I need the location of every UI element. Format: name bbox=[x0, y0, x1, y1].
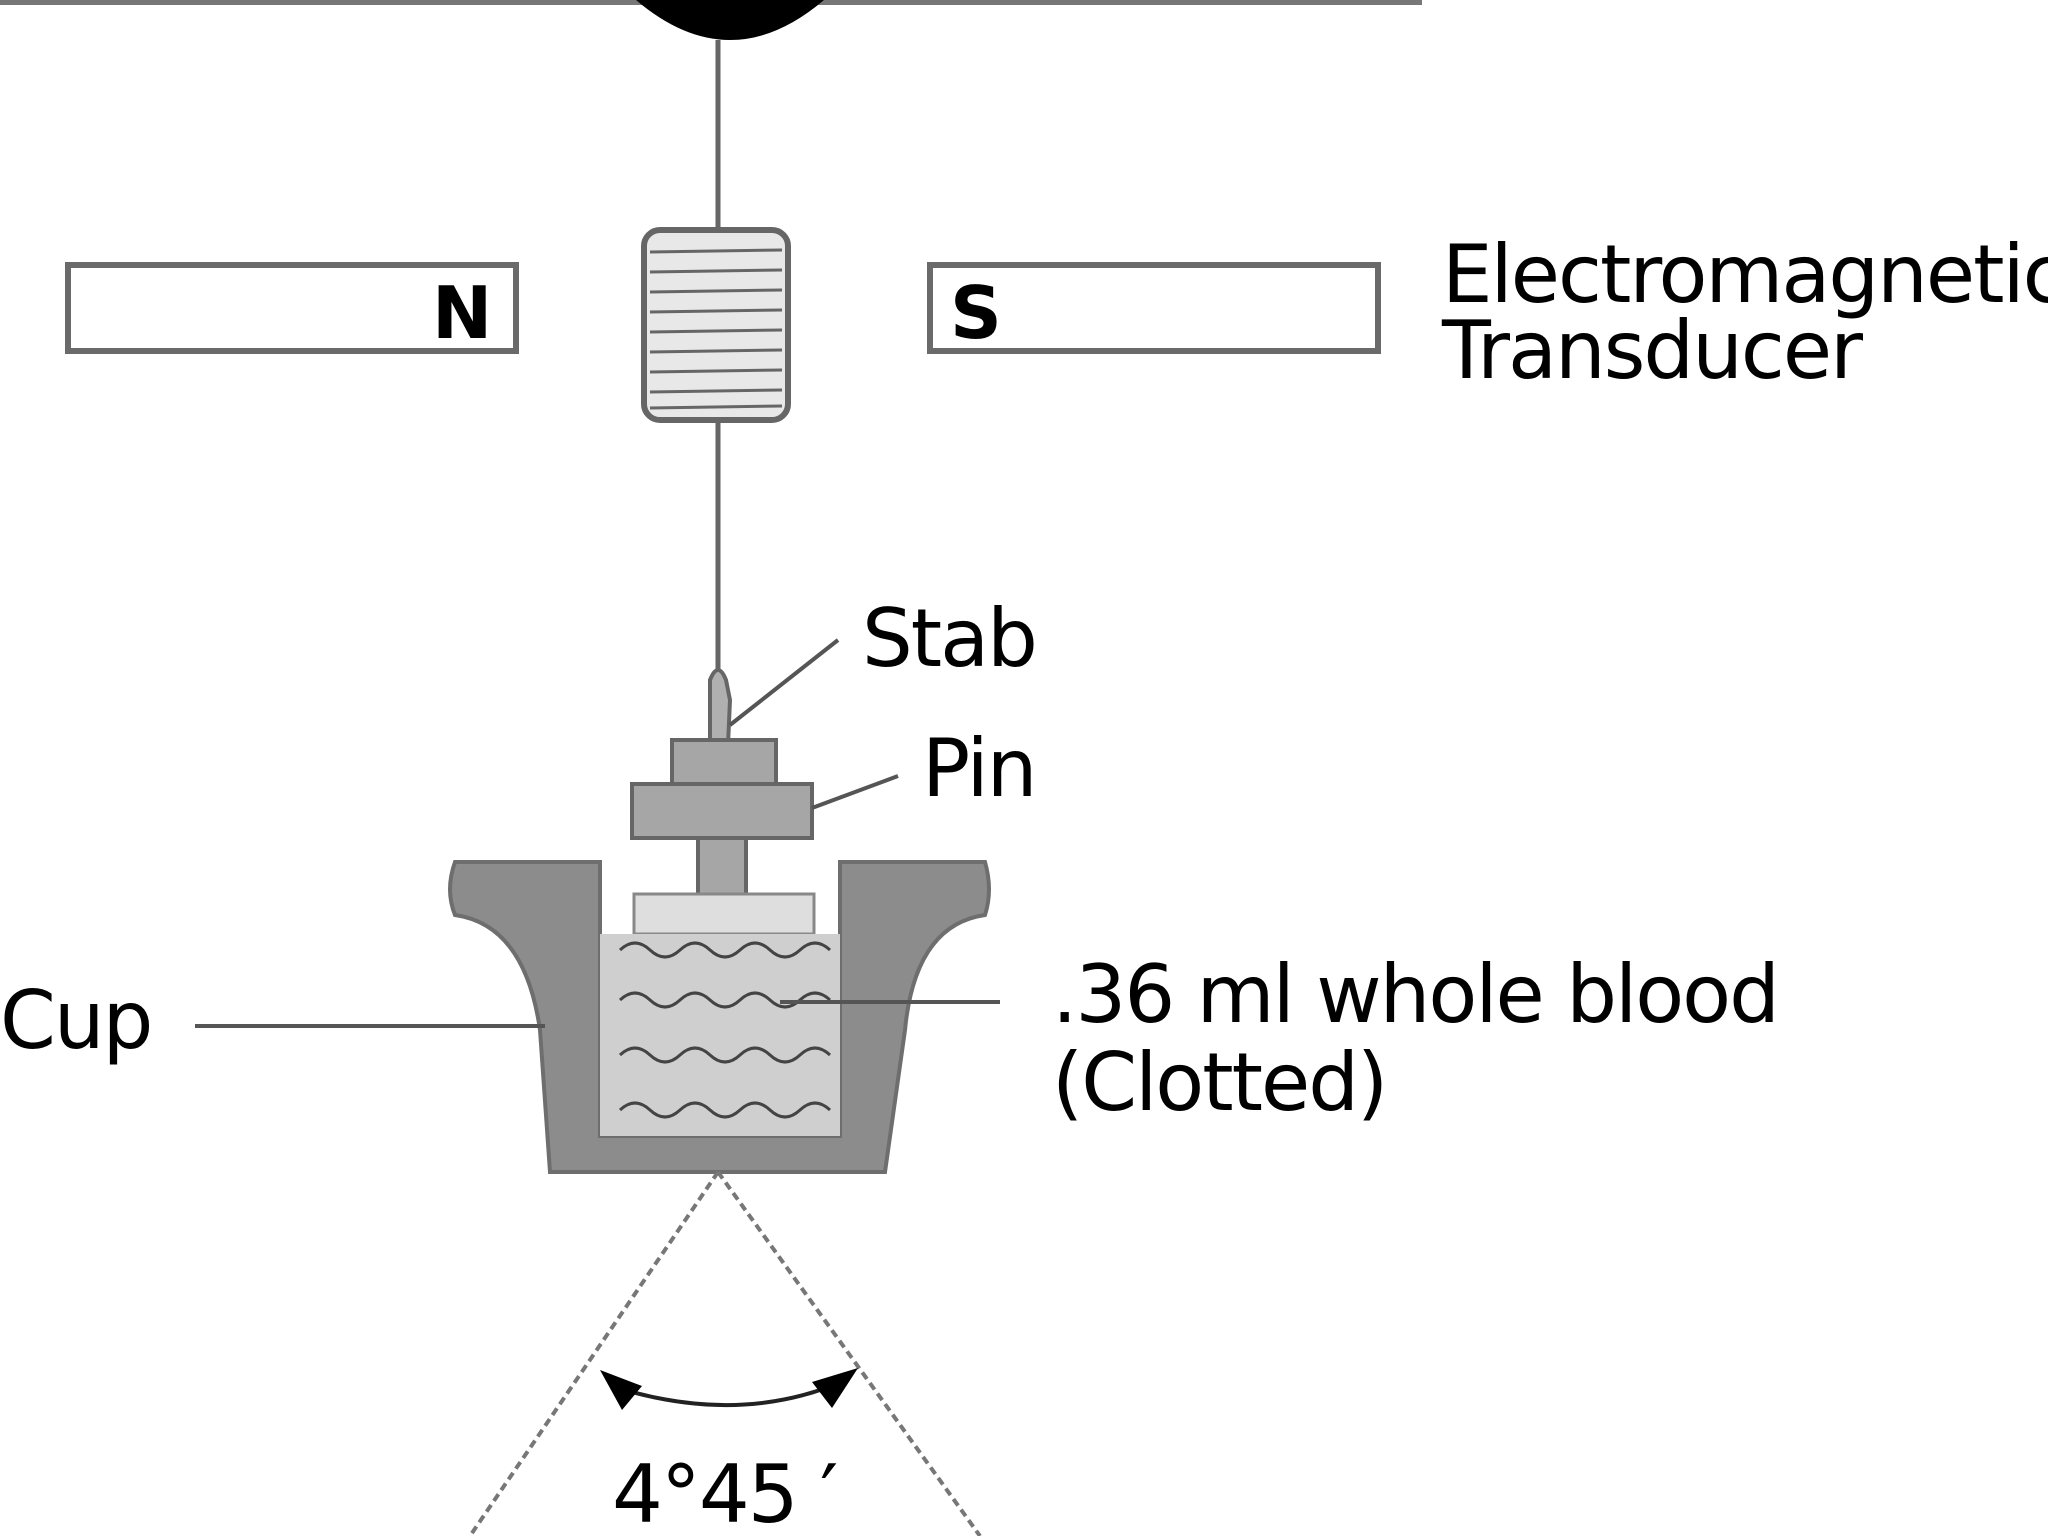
transducer-label-line1: Electromagnetic bbox=[1442, 228, 2048, 321]
cup bbox=[448, 860, 991, 1174]
angle-arrow-right bbox=[812, 1368, 858, 1408]
stab-leader bbox=[728, 638, 840, 727]
pivot-bearing bbox=[636, 0, 824, 40]
magnet-south-label: S bbox=[950, 271, 1002, 355]
stab-label: Stab bbox=[862, 592, 1036, 685]
stab bbox=[708, 668, 733, 747]
magnet-north-label: N bbox=[432, 271, 492, 355]
oscillation-angle bbox=[468, 1170, 982, 1536]
blood-label-line1: .36 ml whole blood bbox=[1052, 948, 1778, 1041]
magnet-south: S bbox=[927, 262, 1381, 355]
pin-leader bbox=[811, 774, 899, 810]
transducer-label-line2: Transducer bbox=[1441, 304, 1863, 397]
blood-sample bbox=[600, 934, 840, 1136]
angle-arrow-left bbox=[600, 1370, 642, 1410]
transducer-coil bbox=[641, 227, 791, 423]
blood-label-line2: (Clotted) bbox=[1052, 1036, 1386, 1129]
angle-label: 4°45 ′ bbox=[612, 1448, 837, 1536]
pin-label: Pin bbox=[922, 722, 1035, 815]
pin bbox=[630, 738, 816, 950]
cup-label: Cup bbox=[0, 974, 151, 1067]
magnet-north: N bbox=[65, 262, 519, 355]
